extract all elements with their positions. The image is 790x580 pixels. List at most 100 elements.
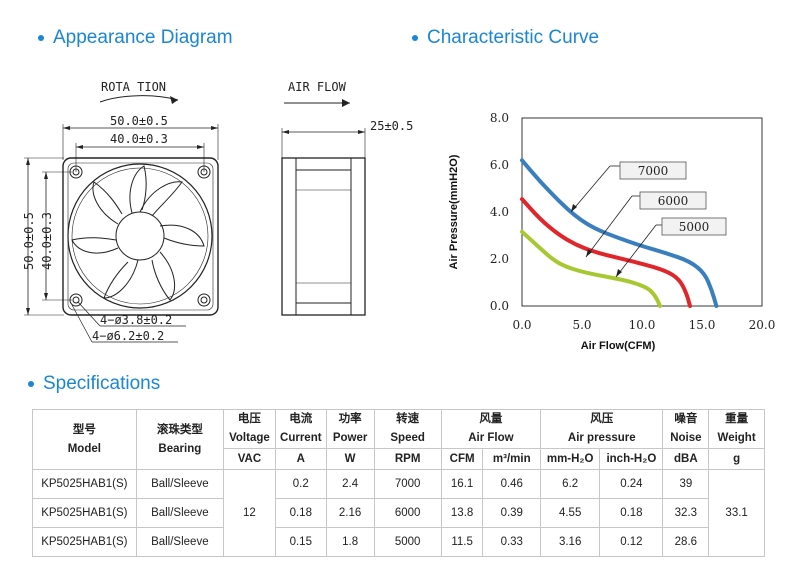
cell-model: KP5025HAB1(S): [32, 469, 137, 499]
fan-front-view-drawing: ROTA TION 50.0±0.5 40.0±0.3 50.0±0.5 40.…: [22, 80, 219, 343]
cell-weight: 33.1: [708, 469, 765, 557]
cell-inchh2o: 0.18: [599, 498, 664, 528]
legend-callout-5000: 5000: [615, 217, 727, 278]
cell-noise: 32.3: [662, 498, 710, 528]
legend-label-6000: 6000: [658, 194, 689, 208]
unit-power: W: [325, 448, 375, 470]
rotation-arrow-icon: [170, 96, 178, 104]
unit-weight: g: [708, 448, 765, 470]
unit-cfm: CFM: [440, 448, 484, 470]
depth-label: 25±0.5: [370, 119, 413, 133]
callout-arrow-icon: [586, 249, 592, 257]
cell-bearing: Ball/Sleeve: [135, 527, 225, 557]
mounting-holes: [69, 165, 211, 307]
dim-arrow-icon: [358, 130, 365, 134]
callout-leader-line: [615, 224, 657, 278]
cell-bearing: Ball/Sleeve: [135, 469, 225, 499]
cell-m3min: 0.46: [482, 469, 542, 499]
cell-bearing: Ball/Sleeve: [135, 498, 225, 528]
cell-noise: 39: [662, 469, 710, 499]
y-tick-label: 6.0: [490, 158, 509, 172]
legend-box: [661, 217, 727, 236]
height-outer-label: 50.0±0.5: [22, 212, 36, 270]
fan-frame-outline: [62, 157, 219, 316]
appearance-diagram-title: Appearance Diagram: [38, 27, 233, 49]
unit-current: A: [274, 448, 327, 470]
x-axis-label: Air Flow(CFM): [581, 340, 656, 352]
dim-arrow-icon: [44, 172, 48, 179]
x-tick-label: 0.0: [512, 318, 531, 332]
callout-leader-line: [570, 165, 611, 213]
unit-speed: RPM: [373, 448, 442, 470]
hole-small-label: 4−ø3.8±0.2: [100, 313, 172, 327]
fan-shroud-inner: [71, 167, 209, 305]
plot-area-frame: [521, 117, 763, 307]
fan-blades: [71, 165, 205, 301]
width-outer-label: 50.0±0.5: [110, 114, 168, 128]
dim-arrow-icon: [211, 126, 218, 130]
cell-mmh2o: 6.2: [540, 469, 601, 499]
callout-arrow-icon: [616, 269, 622, 277]
cell-cfm: 11.5: [440, 527, 484, 557]
cell-cfm: 16.1: [440, 469, 484, 499]
cell-current: 0.2: [274, 469, 327, 499]
rotation-label: ROTA TION: [101, 80, 166, 94]
bullet-dot: [28, 381, 34, 387]
x-tick-label: 10.0: [629, 318, 656, 332]
series-line-7000: [520, 158, 719, 308]
dim-arrow-icon: [76, 145, 83, 149]
leader-line: [77, 301, 101, 327]
unit-noise: dBA: [662, 448, 710, 470]
cell-cfm: 13.8: [440, 498, 484, 528]
legend-box: [639, 191, 707, 210]
unit-voltage: VAC: [223, 448, 276, 470]
y-tick-labels: 0.02.04.06.08.0: [490, 111, 509, 313]
series-line-6000: [520, 197, 692, 308]
side-frame-outline: [281, 157, 366, 316]
fan-hub: [115, 211, 165, 261]
dim-arrow-icon: [26, 158, 30, 165]
cell-power: 2.16: [325, 498, 375, 528]
fan-shroud-circle: [67, 163, 213, 309]
cell-inchh2o: 0.24: [599, 469, 664, 499]
cell-noise: 28.6: [662, 527, 710, 557]
dim-arrow-icon: [197, 145, 204, 149]
bullet-dot: [38, 35, 44, 41]
dim-arrow-icon: [26, 308, 30, 315]
dim-arrow-icon: [63, 126, 70, 130]
legend-label-7000: 7000: [638, 164, 669, 178]
x-tick-label: 20.0: [749, 318, 776, 332]
x-tick-label: 5.0: [572, 318, 591, 332]
y-tick-label: 2.0: [490, 252, 509, 266]
cell-mmh2o: 3.16: [540, 527, 601, 557]
unit-mmh2o: mm-H₂O: [540, 448, 601, 470]
cell-model: KP5025HAB1(S): [32, 527, 137, 557]
dim-arrow-icon: [44, 293, 48, 300]
cell-mmh2o: 4.55: [540, 498, 601, 528]
series-line-5000: [520, 229, 662, 308]
callout-arrow-icon: [571, 204, 577, 212]
cell-voltage: 12: [223, 469, 276, 557]
leader-line: [71, 304, 93, 343]
hole-large-label: 4−ø6.2±0.2: [92, 329, 164, 343]
cell-speed: 6000: [373, 498, 442, 528]
specifications-title: Specifications: [28, 373, 160, 395]
table-row: KP5025HAB1(S) Ball/Sleeve 0.18 2.16 6000…: [32, 498, 765, 528]
cell-speed: 5000: [373, 527, 442, 557]
curve-title-text: Characteristic Curve: [427, 27, 600, 48]
cell-power: 1.8: [325, 527, 375, 557]
cell-current: 0.18: [274, 498, 327, 528]
y-tick-label: 0.0: [490, 299, 509, 313]
cell-inchh2o: 0.12: [599, 527, 664, 557]
y-tick-label: 8.0: [490, 111, 509, 125]
callout-leader-line: [585, 195, 633, 258]
legend-box: [619, 161, 687, 180]
